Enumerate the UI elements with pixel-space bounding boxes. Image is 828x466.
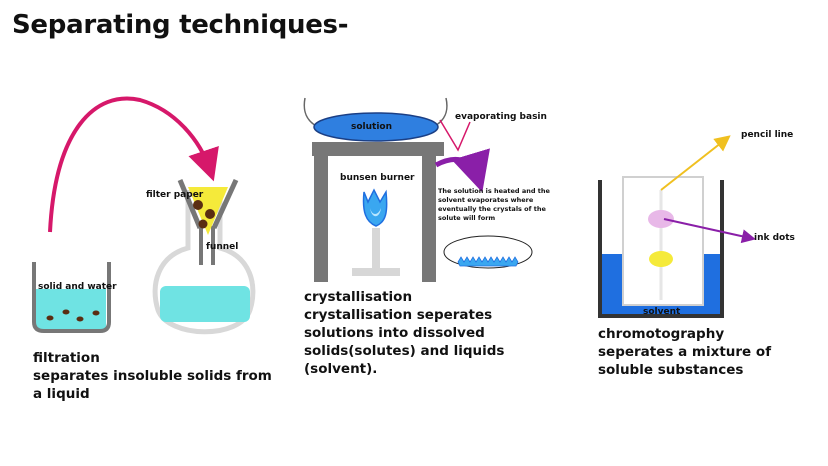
flame <box>362 188 388 227</box>
funnel-label: funnel <box>206 242 239 252</box>
filtration-caption-line: a liquid <box>33 386 90 402</box>
note-line: The solution is heated and the <box>438 187 550 195</box>
evaporating-basin-label: evaporating basin <box>455 112 547 122</box>
crystallisation-caption-line: solutions into dissolved <box>304 325 485 341</box>
crystallisation-caption-line: crystallisation seperates <box>304 307 493 323</box>
crystallisation-apparatus <box>303 97 533 282</box>
funnel <box>177 178 239 265</box>
solvent-label: solvent <box>643 307 681 317</box>
pencil-line-label: pencil line <box>741 130 794 140</box>
note-line: solvent evaporates where <box>438 196 534 204</box>
ink-dots-label: ink dots <box>754 233 795 243</box>
filtration-caption-line: separates insoluble solids from <box>33 368 272 384</box>
chromatography-caption-line: chromotography <box>598 326 725 342</box>
conical-flask <box>152 190 256 335</box>
beaker <box>32 262 111 333</box>
page-title: Separating techniques- <box>12 10 349 40</box>
crystallisation-caption-line: (solvent). <box>304 361 378 377</box>
bunsen-burner-label: bunsen burner <box>340 173 415 183</box>
filtration-caption-line: filtration <box>33 350 100 366</box>
chromatography-caption-line: seperates a mixture of <box>598 344 772 360</box>
crystallisation-caption-line: crystallisation <box>304 289 413 305</box>
chromatography-caption: chromotography seperates a mixture of so… <box>598 325 771 379</box>
chromatography-apparatus <box>598 135 756 318</box>
crystallisation-caption: crystallisation crystallisation seperate… <box>304 288 504 378</box>
filtration-apparatus <box>32 96 256 335</box>
solution-label: solution <box>351 122 393 132</box>
chromatography-caption-line: soluble substances <box>598 362 744 378</box>
note-line: eventually the crystals of the <box>438 205 546 213</box>
filter-paper-label: filter paper <box>146 190 204 200</box>
crystallisation-caption-line: solids(solutes) and liquids <box>304 343 505 359</box>
note-line: solute will form <box>438 214 496 222</box>
evaporation-arrow <box>434 148 490 193</box>
crystallisation-note: The solution is heated and the solvent e… <box>438 187 550 223</box>
solid-and-water-label: solid and water <box>38 282 117 292</box>
filtration-caption: filtration separates insoluble solids fr… <box>33 349 272 403</box>
pour-arrow <box>48 96 219 233</box>
crystals <box>457 256 519 267</box>
